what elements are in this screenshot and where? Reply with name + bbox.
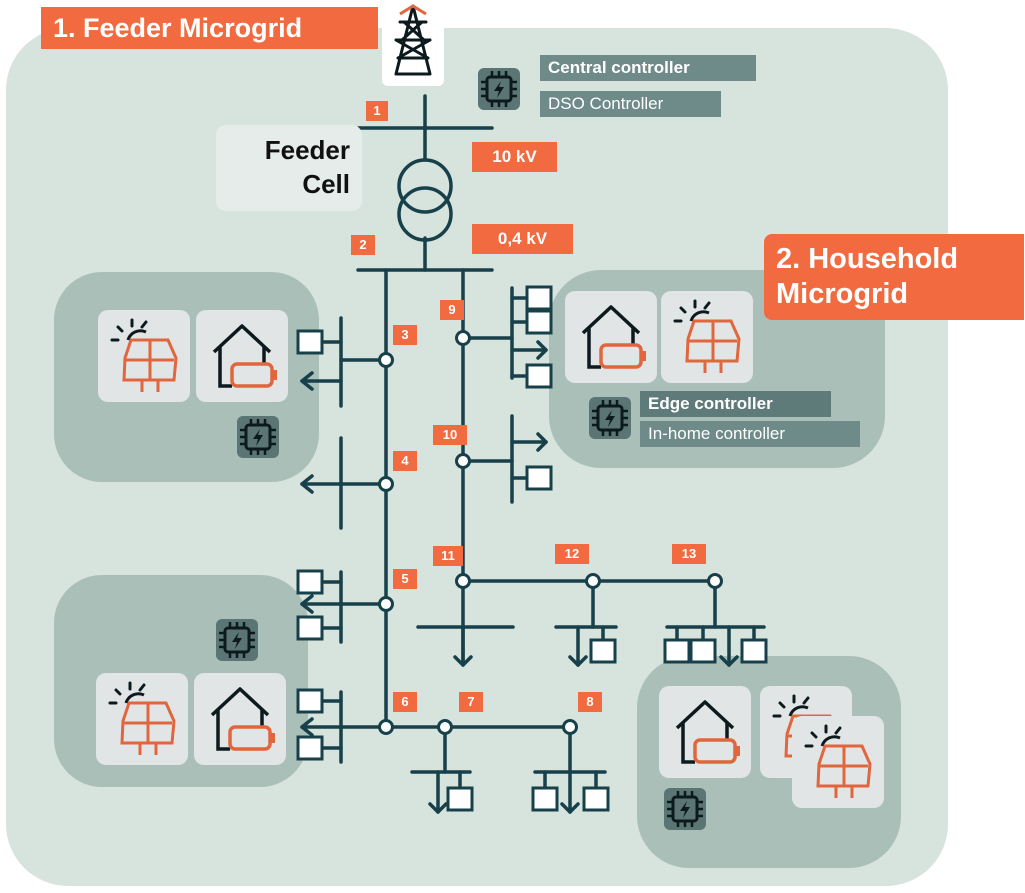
bus-label-9: 9 — [440, 300, 464, 320]
voltage-label-high: 10 kV — [472, 142, 557, 172]
solar-panel-icon — [94, 671, 190, 767]
transformer-icon — [397, 158, 453, 242]
house-battery-icon — [192, 671, 288, 767]
bus-label-13: 13 — [672, 544, 706, 564]
edge-controller-label: Edge controller — [640, 391, 831, 417]
solar-panel-icon — [659, 289, 755, 385]
dso-controller-label: DSO Controller — [540, 91, 721, 117]
controller-chip-icon — [235, 414, 281, 460]
bus-label-4: 4 — [393, 451, 417, 471]
controller-chip-icon — [587, 395, 633, 441]
bus-label-12: 12 — [555, 544, 589, 564]
bus-label-8: 8 — [578, 692, 602, 712]
house-battery-icon — [563, 289, 659, 385]
bus-label-6: 6 — [393, 692, 417, 712]
bus-label-2: 2 — [351, 235, 375, 255]
voltage-label-low: 0,4 kV — [472, 224, 573, 254]
central-controller-label: Central controller — [540, 55, 756, 81]
household-microgrid-title-line1: 2. Household — [776, 243, 959, 275]
transmission-tower-icon — [382, 0, 444, 86]
solar-panel-icon — [96, 308, 192, 404]
feeder-cell-line2: Cell — [302, 169, 350, 199]
load-arrow-icon — [300, 340, 739, 814]
household-microgrid-title: 2. Household Microgrid — [764, 234, 1024, 320]
bus-label-3: 3 — [393, 325, 417, 345]
bus-label-10: 10 — [433, 425, 467, 445]
controller-chip-icon — [662, 786, 708, 832]
household-microgrid-title-line2: Microgrid — [776, 278, 909, 310]
bus-label-1: 1 — [366, 101, 388, 121]
controller-chip-icon — [214, 617, 260, 663]
bus-nodes — [378, 330, 723, 735]
feeder-cell-label: Feeder Cell — [216, 125, 362, 211]
in-home-controller-label: In-home controller — [640, 421, 860, 447]
bus-label-11: 11 — [433, 546, 463, 566]
bus-label-7: 7 — [459, 692, 483, 712]
solar-panel-icon — [790, 714, 886, 810]
feeder-cell-line1: Feeder — [264, 135, 350, 165]
feeder-microgrid-title: 1. Feeder Microgrid — [41, 7, 378, 49]
controller-chip-icon — [476, 66, 522, 112]
house-battery-icon — [657, 684, 753, 780]
house-battery-icon — [194, 308, 290, 404]
bus-label-5: 5 — [393, 569, 417, 589]
